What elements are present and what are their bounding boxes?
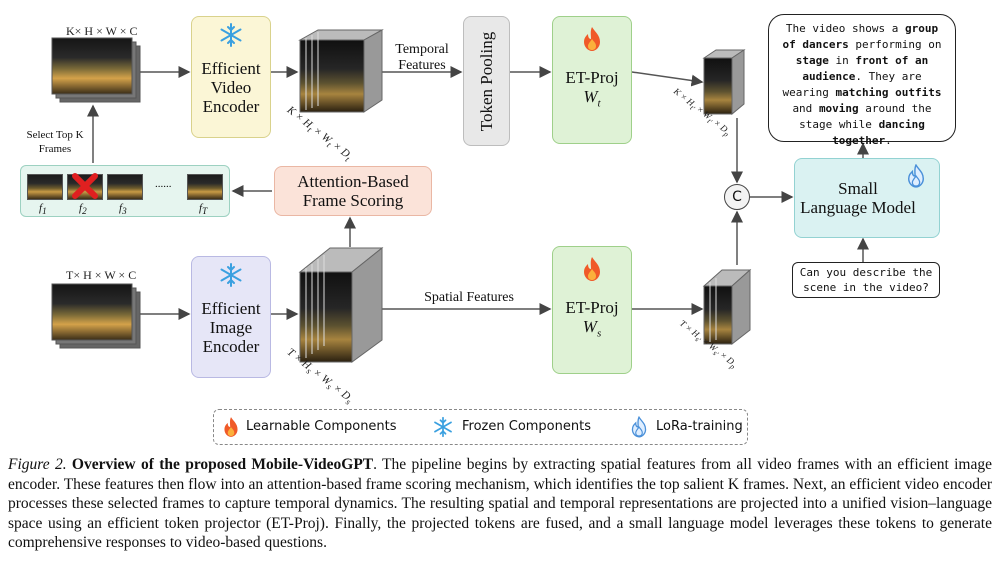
- flame-icon: [224, 417, 238, 437]
- concat-operator: C: [724, 184, 750, 210]
- frames-ellipsis: ......: [155, 178, 172, 190]
- et-proj-spatial: ET-Proj Ws: [552, 246, 632, 374]
- small-language-model: Small Language Model: [794, 158, 940, 238]
- frame-label-f2: f2: [79, 202, 87, 217]
- et-proj-temporal-label: ET-Proj: [565, 68, 619, 88]
- pipeline-diagram: K× H × W × C T× H × W × C Select Top K F…: [20, 14, 956, 445]
- model-response: The video shows a group of dancers perfo…: [768, 14, 956, 147]
- response-text: . They are wearing: [782, 70, 922, 99]
- w-s-symbol: W: [582, 317, 597, 337]
- response-text: The video shows a: [785, 22, 906, 35]
- snowflake-icon: [220, 23, 242, 47]
- select-top-k-label: Select Top K Frames: [26, 129, 84, 155]
- video-token-stack: [702, 49, 746, 116]
- legend-learnable: Learnable Components: [246, 419, 397, 434]
- frame-label-f1: f1: [39, 202, 47, 217]
- response-highlight: dancing together: [832, 118, 925, 147]
- attention-based-frame-scoring: Attention-Based Frame Scoring: [274, 166, 432, 216]
- caption-body: . The pipeline begins by extracting spat…: [8, 456, 992, 551]
- token-pooling-label: Token Pooling: [477, 31, 496, 131]
- w-t-subscript: t: [597, 97, 601, 110]
- response-text: in: [828, 54, 856, 67]
- frame-label-fT: fT: [199, 202, 208, 217]
- user-question: Can you describe the scene in the video?: [792, 262, 940, 298]
- temporal-features-label: Temporal Features: [395, 42, 449, 73]
- w-s-subscript: s: [596, 327, 602, 340]
- frame-label-f3: f3: [119, 202, 127, 217]
- image-input-dims: T× H × W × C: [66, 268, 137, 282]
- rejected-x-icon: [72, 173, 98, 199]
- caption-lead: Figure 2.: [8, 456, 67, 473]
- snowflake-icon: [220, 263, 242, 287]
- snowflake-icon: [434, 416, 452, 438]
- caption-title: Overview of the proposed Mobile-VideoGPT: [71, 456, 374, 473]
- video-input-stack: [51, 37, 141, 103]
- frame-thumbnail: [107, 174, 143, 200]
- attention-scoring-label: Attention-Based Frame Scoring: [297, 172, 409, 210]
- response-highlight: matching outfits: [835, 86, 942, 99]
- response-text: .: [885, 134, 892, 147]
- spatial-features-label: Spatial Features: [424, 290, 514, 305]
- response-highlight: stage: [795, 54, 829, 67]
- response-text: around the stage while: [799, 102, 932, 131]
- flame-icon: [584, 257, 600, 281]
- response-highlight: group of dancers: [782, 22, 939, 51]
- response-highlight: front of an audience: [802, 54, 929, 83]
- image-input-stack: [51, 283, 141, 349]
- response-text: and: [792, 102, 819, 115]
- lora-flame-icon: [907, 164, 925, 188]
- response-highlight: moving: [818, 102, 859, 115]
- lora-flame-icon: [631, 416, 647, 438]
- et-proj-spatial-label: ET-Proj: [565, 298, 619, 318]
- legend-frozen: Frozen Components: [462, 419, 591, 434]
- token-pooling: Token Pooling: [463, 16, 510, 146]
- legend: Learnable Components Frozen Components L…: [213, 409, 748, 445]
- frame-thumbnail: [27, 174, 63, 200]
- selected-frames-panel: ...... f1 f2 f3 fT: [20, 165, 230, 217]
- legend-lora: LoRa-training: [656, 419, 743, 434]
- image-feature-stack: [298, 246, 384, 363]
- image-encoder-label: Efficient Image Encoder: [201, 298, 261, 356]
- image-token-stack: [702, 268, 752, 346]
- w-t-symbol: W: [583, 87, 598, 107]
- small-lm-label: Small Language Model: [800, 179, 916, 217]
- connector-arrows: [51, 29, 869, 363]
- figure-caption: Figure 2. Overview of the proposed Mobil…: [8, 455, 992, 553]
- video-encoder-label: Efficient Video Encoder: [201, 58, 261, 116]
- video-feature-stack: [298, 29, 384, 113]
- arrow-projt-to-tokens: [631, 71, 704, 87]
- video-input-dims: K× H × W × C: [66, 24, 138, 38]
- frame-thumbnail: [187, 174, 223, 200]
- flame-icon: [584, 27, 600, 51]
- response-text: performing on: [848, 38, 942, 51]
